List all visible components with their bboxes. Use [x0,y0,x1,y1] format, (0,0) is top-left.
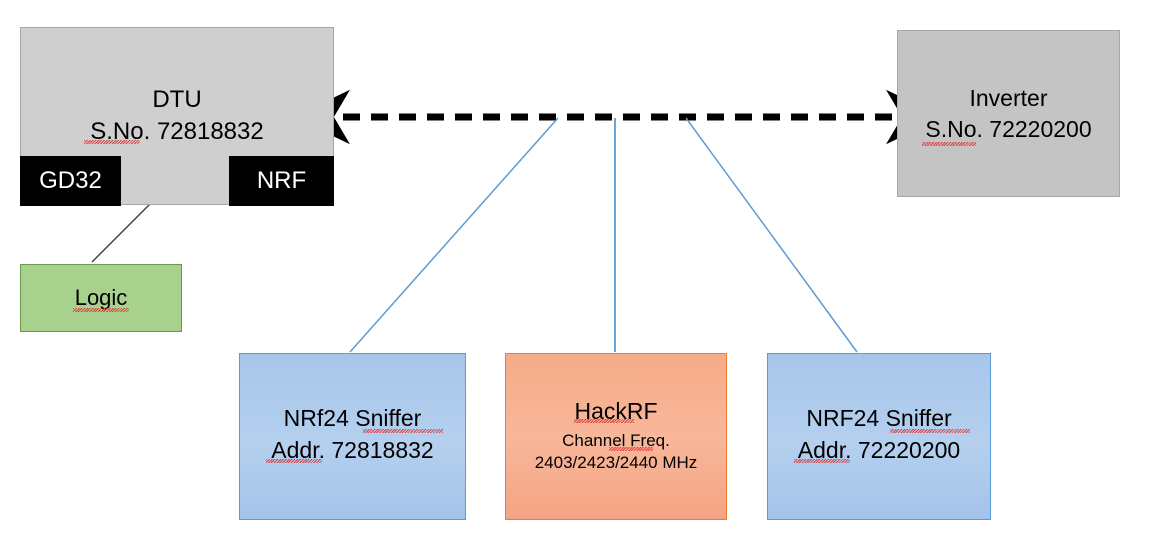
spellcheck-underline-sniffer-right-addr [794,459,850,463]
spellcheck-underline-hackrf-title [574,419,634,423]
node-nrf[interactable]: NRF [229,156,334,206]
tap-line-sniffer-left [349,117,559,353]
node-logic-label: Logic [74,285,128,311]
spellcheck-underline-logic [73,308,129,312]
node-sniffer-right-addr: Addr. 72220200 [797,437,961,464]
node-hackrf[interactable]: HackRF Channel Freq. 2403/2423/2440 MHz [505,353,727,520]
node-hackrf-channel-label: Channel Freq. [562,431,670,451]
node-sniffer-left-addr: Addr. 72818832 [271,437,434,464]
tap-line-sniffer-right [685,117,858,353]
node-sniffer-left[interactable]: NRf24 Sniffer Addr. 72818832 [239,353,466,520]
spellcheck-underline-sniffer-left-addr [266,459,322,463]
spellcheck-underline-hackrf-channel [609,447,653,451]
node-nrf-label: NRF [256,167,307,194]
node-dtu-title: DTU [152,86,202,113]
node-inverter-title: Inverter [969,85,1048,111]
node-logic[interactable]: Logic [20,264,182,332]
spellcheck-underline-inverter-serial [922,142,976,146]
node-sniffer-right[interactable]: NRF24 Sniffer Addr. 72220200 [767,353,991,520]
node-sniffer-right-title: NRF24 Sniffer [806,405,952,431]
node-inverter[interactable]: Inverter S.No. 72220200 [897,30,1120,197]
node-inverter-serial: S.No. 72220200 [925,116,1092,143]
spellcheck-underline-dtu-serial [84,140,140,144]
node-hackrf-frequencies: 2403/2423/2440 MHz [534,453,698,473]
node-gd32-label: GD32 [39,167,102,194]
spellcheck-underline-sniffer-left-title [363,429,443,433]
node-gd32[interactable]: GD32 [20,156,121,206]
spellcheck-underline-sniffer-right-title [890,429,970,433]
node-sniffer-left-title: NRf24 Sniffer [283,405,422,431]
